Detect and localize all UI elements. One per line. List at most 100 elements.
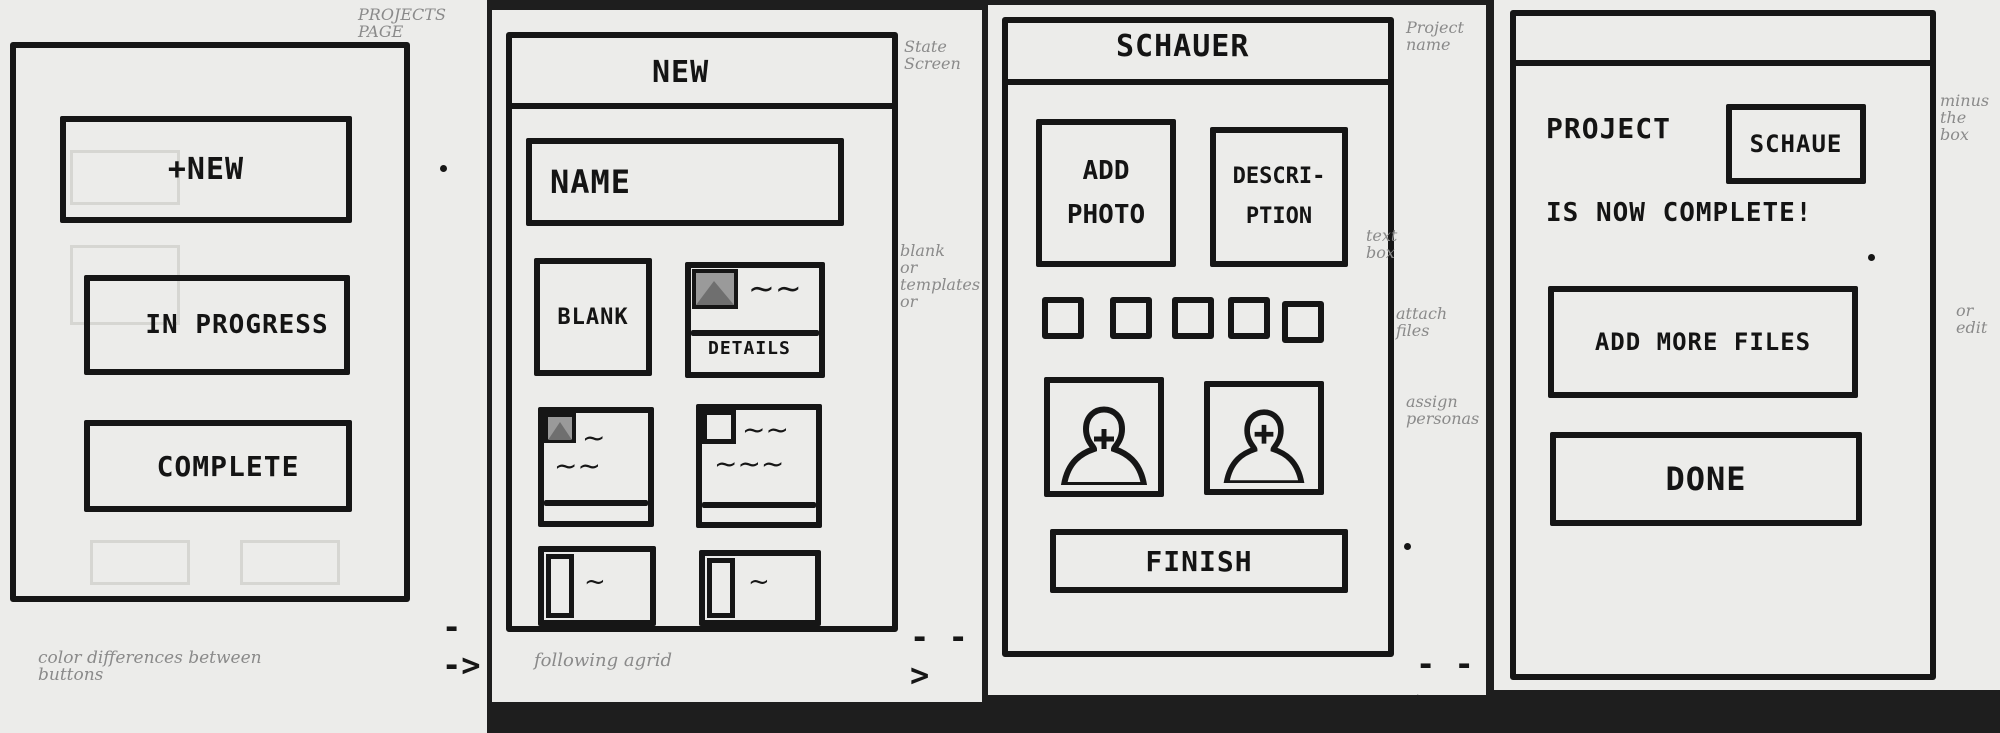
note-line: minus [1940,91,1990,110]
template-tile[interactable] [699,550,821,626]
attach-file-slot[interactable] [1172,297,1214,339]
next-arrow-icon: - -> [442,608,481,684]
add-photo-button[interactable]: ADD PHOTO [1036,119,1176,267]
note-project-name: Project name [1406,19,1464,53]
attach-file-slot[interactable] [1228,297,1270,339]
note-following-agrid: following agrid [534,650,672,671]
completion-message: IS NOW COMPLETE! [1546,198,1813,228]
note-line: edit [1956,318,1988,337]
tile-divider [702,502,816,508]
header-divider [506,103,898,109]
sketch-panel-projects: PROJECTS PAGE +NEW IN PROGRESS COMPLETE … [0,0,487,733]
note-line: files [1396,321,1430,340]
note-assign-personas: assign personas [1406,393,1479,427]
sketch-panel-complete: PROJECT SCHAUE IS NOW COMPLETE! ADD MORE… [1494,0,2000,690]
note-color-differences: color differences between buttons [38,650,262,684]
attach-file-slot[interactable] [1282,301,1324,343]
note-line: name [1406,35,1451,54]
label-line: ADD [1082,156,1130,186]
show-through-mark [70,245,180,325]
next-arrow-icon: - -> [1416,645,1474,695]
finish-button[interactable]: FINISH [1050,529,1348,593]
note-line: the [1940,108,1967,127]
new-project-label: +NEW [167,152,245,187]
attach-file-slot[interactable] [1042,297,1084,339]
note-line: box [1366,243,1395,262]
note-line: Screen [904,54,961,73]
note-line: box [1940,125,1969,144]
image-placeholder-icon [546,554,574,618]
show-through-mark [90,540,190,585]
text-scribble-icon: ~~ [748,269,802,307]
details-template-tile[interactable] [685,262,825,378]
sketch-panel-new: State Screen NEW NAME BLANK ~~ DETAILS ~… [492,10,982,702]
name-input[interactable]: NAME [526,138,844,226]
note-line: text [1366,226,1398,245]
in-progress-button[interactable]: IN PROGRESS [84,275,350,375]
text-scribble-icon: ~ [584,567,606,597]
show-through-mark [240,540,340,585]
template-tile[interactable] [538,546,656,626]
tile-divider [691,330,819,336]
pen-dot [1404,543,1411,550]
text-scribble-icon: ~~~ [714,447,785,480]
description-textbox[interactable]: DESCRI- PTION [1210,127,1348,267]
note-blank-or-templates: blank or templates or [900,242,980,310]
text-scribble-icon: ~~ [742,413,789,446]
attach-file-slot[interactable] [1110,297,1152,339]
pen-dot [1868,254,1875,261]
note-line: templates [900,275,981,294]
note-attach-files: attach files [1396,305,1447,339]
add-more-files-button[interactable]: ADD MORE FILES [1548,286,1858,398]
screen-title: NEW [652,55,710,90]
assign-persona-slot[interactable] [1044,377,1164,497]
note-line: Project [1406,18,1464,37]
next-arrow-icon: - -> [910,618,968,694]
project-name-box[interactable]: SCHAUE [1726,104,1866,184]
details-label: DETAILS [708,338,791,359]
tile-divider [544,500,648,506]
blank-label: BLANK [557,304,629,330]
complete-label: COMPLETE [156,449,300,483]
pen-dot [440,165,447,172]
in-progress-label: IN PROGRESS [145,310,329,340]
note-text-box: text box [1366,227,1397,261]
text-scribble-icon: ~~ [554,449,601,482]
note-line: or [900,292,918,311]
add-photo-label: ADD PHOTO [1067,149,1145,237]
note-or-edit: or edit [1956,302,1987,336]
done-label: DONE [1665,460,1747,498]
template-tile[interactable] [696,404,822,528]
phone-frame [10,42,410,602]
note-line: State [904,37,947,56]
project-name-label: SCHAUE [1749,130,1843,158]
description-label: DESCRI- PTION [1233,157,1326,237]
image-placeholder-icon [692,269,738,309]
note-line: PROJECTS [358,5,446,24]
note-line: PAGE [358,22,404,41]
finish-label: FINISH [1145,544,1253,578]
image-placeholder-icon [544,413,576,443]
text-scribble-icon: ~ [748,567,770,597]
new-project-button[interactable]: +NEW [60,116,352,223]
note-minus-the-box: minus the box [1940,92,1989,143]
project-prefix-text: PROJECT [1546,112,1672,145]
phone-frame [1510,10,1936,680]
add-person-icon [1060,406,1148,485]
note-line: assign [1406,392,1458,411]
note-state-screen: State Screen [904,38,961,72]
add-person-icon [1223,409,1305,483]
label-line: DESCRI- [1232,164,1326,189]
note-line: personas [1406,409,1480,428]
note-projects-page: PROJECTS PAGE [358,6,446,40]
template-tile[interactable] [538,407,654,527]
note-line: or [1956,301,1974,320]
note-line: blank [900,241,945,260]
assign-persona-slot[interactable] [1204,381,1324,495]
note-line: or [900,258,918,277]
done-button[interactable]: DONE [1550,432,1862,526]
project-name-title: SCHAUER [1116,29,1250,64]
blank-template-tile[interactable]: BLANK [534,258,652,376]
show-through-mark [70,150,180,205]
complete-button[interactable]: COMPLETE [84,420,352,512]
